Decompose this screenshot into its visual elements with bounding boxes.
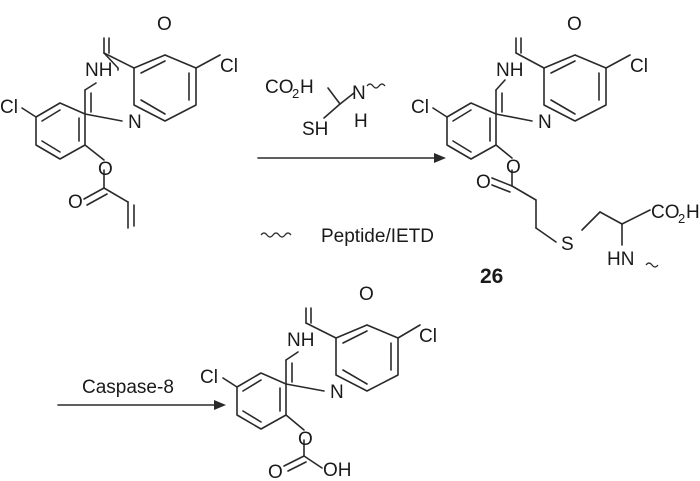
bond-to-chloro-right [195,54,221,69]
product-atom-o: O [359,284,374,305]
product-atom-cl-right: Cl [419,326,437,347]
product-atom-o-carbonyl: O [268,462,283,481]
reagent-h: H [300,77,314,98]
adduct-thioether-chain [491,169,651,246]
adduct-atom-o-ester: O [506,157,521,178]
atom-n: N [128,112,142,133]
adduct-atom-s: S [561,234,574,255]
product-chlorophenyl-ring [222,372,287,430]
product-benzo-ring [335,324,399,392]
product-atom-nh: NH [287,330,314,351]
atom-cl-right: Cl [220,56,238,77]
chlorophenyl-ring [21,102,86,160]
reagent-n: N [352,83,366,104]
molecule-product: O NH N Cl Cl O O OH [200,284,437,481]
acrylate-group [83,169,135,229]
adduct-subscript-2: 2 [678,211,685,226]
reagent-nh-h: H [354,111,368,132]
adduct-atom-o-acyl: O [476,172,491,193]
reagent-wavy-bond [366,83,386,89]
reagent-sh: SH [302,119,328,140]
atom-o-ester: O [98,159,113,180]
molecule-26-adduct: O NH N Cl Cl O O S CO 2 H HN [411,14,700,270]
product-atom-o-ester: O [298,429,313,450]
reaction-arrow-top [257,153,446,163]
reagent-label: Caspase-8 [82,377,174,398]
legend-wavy-icon [260,232,292,238]
atom-cl-left: Cl [0,97,18,118]
reagent-subscript-2: 2 [292,86,299,101]
reagent-cysteine: CO 2 H SH N H [265,77,386,140]
adduct-chlorophenyl-ring [432,102,497,160]
product-atom-n: N [330,382,344,403]
reaction-arrow-bottom [57,400,226,410]
adduct-pyrimidine-ring [495,37,545,122]
adduct-atom-nh: NH [496,60,523,81]
product-pyrimidine-ring [285,307,337,392]
quinazolinone-benzo-ring [133,54,197,122]
atom-o-carbonyl: O [157,14,172,35]
legend-label: Peptide/IETD [321,226,434,247]
product-atom-oh: OH [323,460,352,481]
reagent-co: CO [265,77,294,98]
atom-nh: NH [85,60,112,81]
adduct-benzo-ring [543,54,607,122]
adduct-h: H [686,202,700,223]
molecule-probe-acrylate: O NH N Cl Cl O O [0,14,238,229]
atom-o-acyl: O [68,192,83,213]
quinazolinone-pyrimidine-ring [84,37,135,122]
adduct-atom-cl-left: Cl [411,97,429,118]
compound-number: 26 [480,265,503,288]
product-atom-cl-left: Cl [200,367,218,388]
product-carbonate-group [283,439,323,472]
adduct-atom-n: N [538,112,552,133]
adduct-atom-o: O [567,14,582,35]
adduct-atom-cl-right: Cl [630,56,648,77]
peptide-legend: Peptide/IETD [260,226,434,247]
adduct-co: CO [651,202,680,223]
adduct-atom-hn: HN [607,249,634,270]
adduct-wavy-bond [645,262,659,268]
